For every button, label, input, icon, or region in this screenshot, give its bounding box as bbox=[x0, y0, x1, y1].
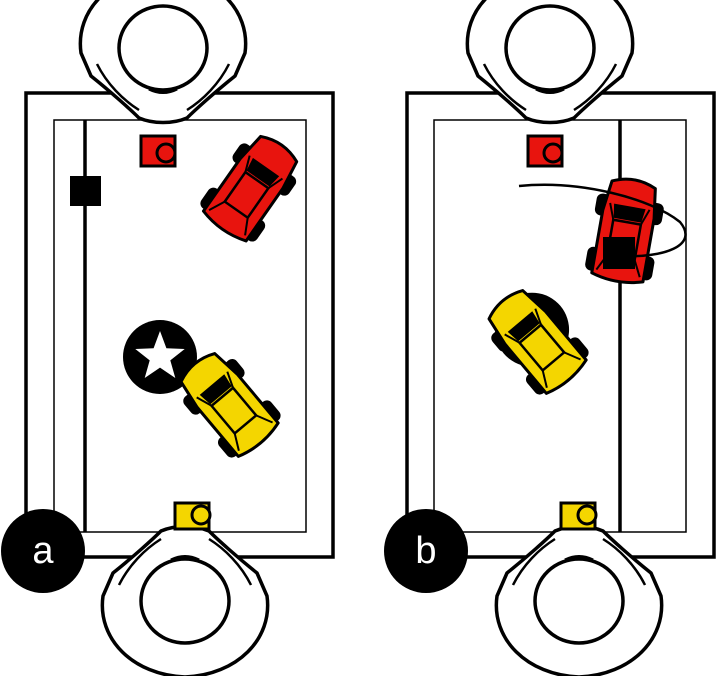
game-controller-icon bbox=[526, 134, 564, 168]
panel-label-badge bbox=[1, 509, 85, 593]
panel-a: a bbox=[1, 0, 335, 676]
panel-label-badge bbox=[384, 509, 468, 593]
game-controller-icon bbox=[559, 501, 598, 531]
tracker-marker-icon bbox=[70, 176, 101, 206]
motion-path bbox=[518, 183, 687, 258]
tracker-marker-icon bbox=[603, 237, 635, 269]
panel-b: b bbox=[384, 0, 716, 676]
panel-label: a bbox=[32, 530, 54, 572]
panel-label: b bbox=[415, 530, 436, 572]
game-controller-icon bbox=[139, 134, 177, 168]
game-controller-icon bbox=[173, 501, 212, 531]
